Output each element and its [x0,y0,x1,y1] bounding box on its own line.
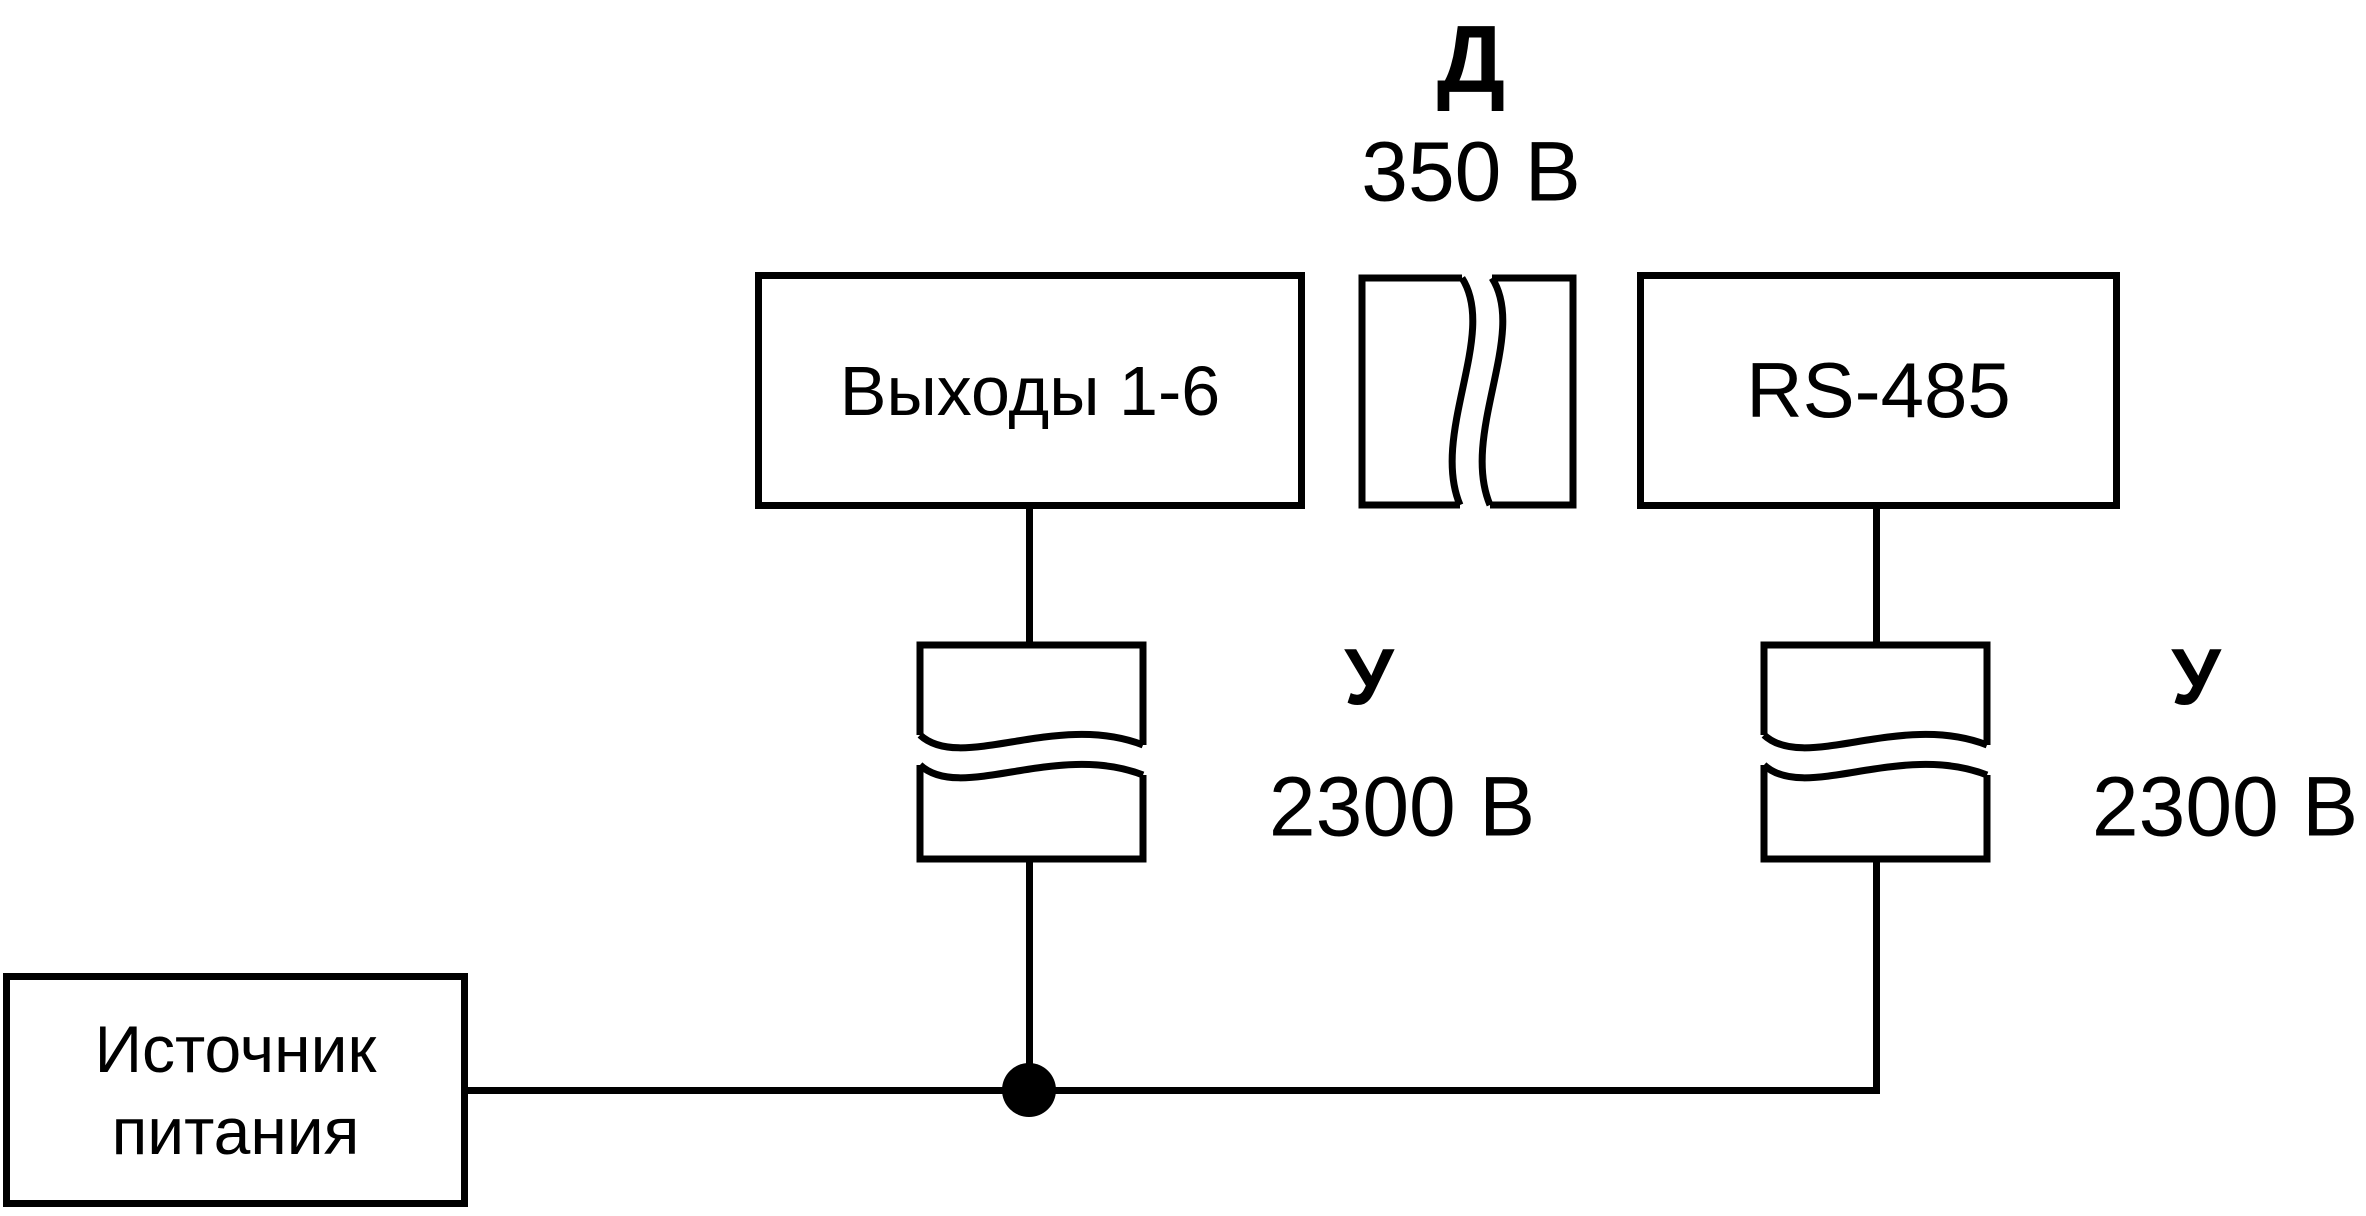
right-barrier-voltage: 2300 В [2091,759,2359,854]
power-source-line2: питания [111,1094,360,1168]
right-isolation-barrier-icon [1760,641,1991,863]
outputs-box-label: Выходы 1-6 [839,351,1221,430]
power-source-box-label: Источник питания [95,1008,377,1173]
top-isolation-barrier-icon [1358,274,1577,509]
wire-power-bus [466,1087,1880,1094]
rs485-box: RS-485 [1637,272,2120,509]
wire-right-barrier-to-bus [1873,859,1880,1094]
left-barrier-designation: У [1344,632,1394,721]
left-isolation-barrier-icon [916,641,1147,863]
top-barrier-voltage: 350 В [1361,124,1581,219]
junction-dot [1002,1063,1056,1117]
outputs-box: Выходы 1-6 [755,272,1305,509]
wire-outputs-to-left-barrier [1026,505,1033,645]
wire-rs485-to-right-barrier [1873,505,1880,645]
rs485-box-label: RS-485 [1746,346,2011,434]
left-barrier-voltage: 2300 В [1268,759,1536,854]
power-source-box: Источник питания [3,973,468,1207]
top-barrier-designation: Д [1436,6,1506,113]
wire-left-barrier-to-bus [1026,859,1033,1094]
right-barrier-designation: У [2171,632,2221,721]
power-source-line1: Источник [94,1011,377,1086]
